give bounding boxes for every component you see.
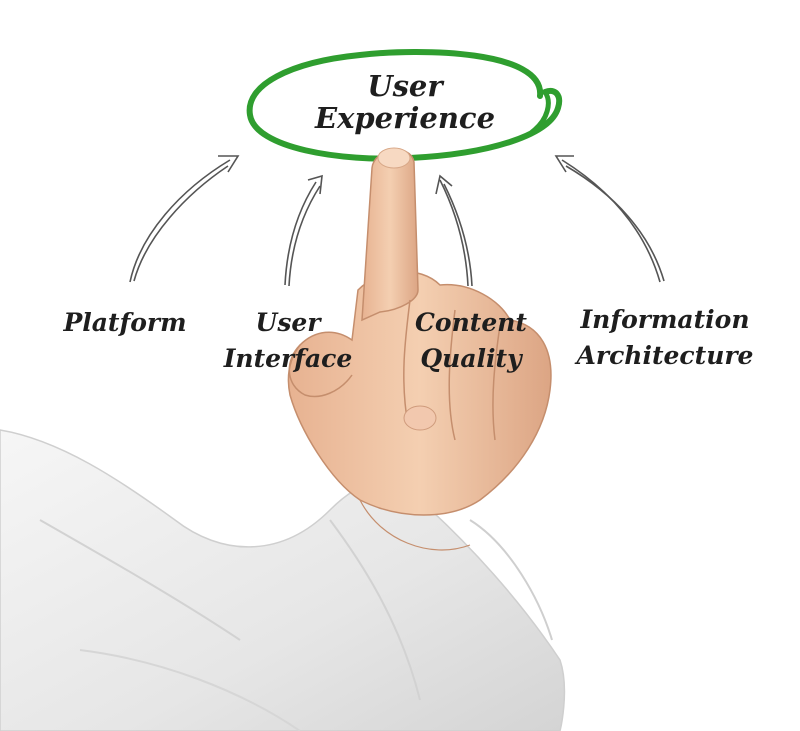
center-label-line2: Experience — [314, 101, 496, 135]
label-information-architecture: Information Architecture — [570, 302, 760, 374]
label-content-quality: Content Quality — [406, 305, 536, 377]
arrow-content-quality — [435, 174, 473, 287]
label-user-interface: User Interface — [218, 305, 358, 377]
label-information-architecture-line2: Architecture — [576, 341, 754, 370]
center-ring — [246, 48, 563, 162]
label-information-architecture-line1: Information — [580, 305, 750, 334]
label-platform-line1: Platform — [63, 308, 187, 337]
center-label-line1: User — [367, 69, 443, 103]
label-user-interface-line1: User — [255, 308, 321, 337]
label-platform: Platform — [60, 305, 190, 341]
label-content-quality-line1: Content — [415, 308, 527, 337]
center-label: User Experience — [250, 70, 560, 134]
pointing-hand — [287, 147, 552, 551]
arrow-platform — [129, 155, 240, 283]
label-content-quality-line2: Quality — [420, 344, 522, 373]
arrow-information-architecture — [554, 155, 665, 283]
arrow-user-interface — [284, 174, 323, 287]
label-user-interface-line2: Interface — [223, 344, 353, 373]
